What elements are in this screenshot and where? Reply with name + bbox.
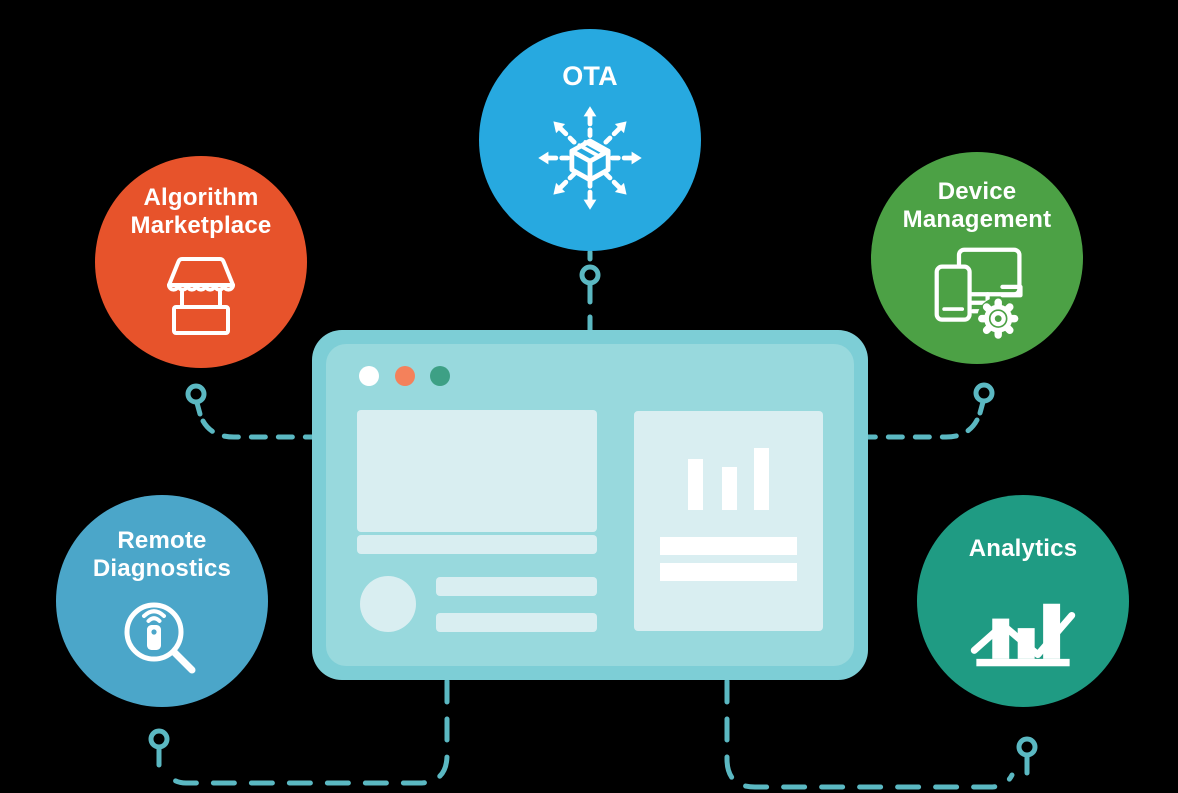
node-analytics: Analytics (917, 495, 1129, 707)
devices-gear-icon (934, 247, 1023, 341)
stats-panel (634, 411, 823, 631)
node-ota-label: OTA (562, 61, 618, 91)
stats-text-line-1 (660, 537, 797, 555)
node-remote-diagnostics: Remote Diagnostics (56, 495, 268, 707)
package-distribution-icon (526, 94, 654, 222)
bar-chart-icon (970, 603, 1076, 666)
window-control-dot-3 (430, 366, 450, 386)
text-line-2 (436, 613, 597, 632)
browser-window (312, 330, 868, 680)
connector-device (865, 382, 995, 440)
node-device-management: Device Management (871, 152, 1083, 364)
mini-chart-bar-3 (754, 448, 769, 510)
node-device-management-label: Device Management (902, 178, 1052, 233)
mini-chart-bar-1 (688, 459, 703, 510)
content-block-bar (357, 535, 597, 554)
stats-text-line-2 (660, 563, 797, 581)
connector-ota (579, 249, 601, 333)
magnifier-remote-icon (124, 602, 196, 674)
node-ota: OTA (479, 29, 701, 251)
window-control-dot-2 (395, 366, 415, 386)
node-algorithm-marketplace: Algorithm Marketplace (95, 156, 307, 368)
node-remote-diagnostics-label: Remote Diagnostics (92, 527, 232, 582)
content-block-hero (357, 410, 597, 532)
connector-marketplace (185, 383, 315, 440)
avatar (360, 576, 416, 632)
window-control-dot-1 (359, 366, 379, 386)
text-line-1 (436, 577, 597, 596)
node-algorithm-marketplace-label: Algorithm Marketplace (130, 184, 272, 239)
market-stall-icon (167, 257, 235, 336)
mini-chart-bar-2 (722, 467, 737, 510)
node-analytics-label: Analytics (968, 535, 1078, 562)
